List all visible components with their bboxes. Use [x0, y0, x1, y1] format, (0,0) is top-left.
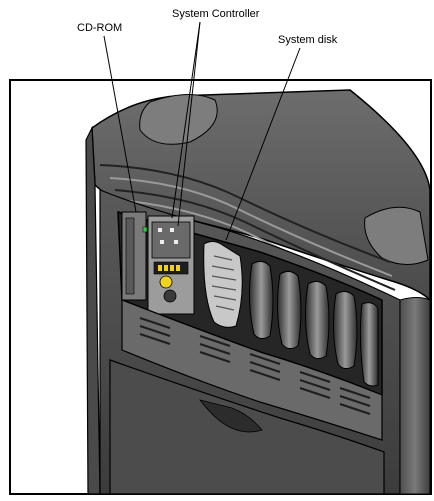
leader-system-disk	[225, 47, 301, 241]
top-recess-right	[364, 206, 429, 265]
power-button	[163, 289, 177, 303]
leader-system-controller-2	[177, 21, 201, 227]
system-controller-panel	[147, 215, 195, 315]
top-recess-left	[139, 93, 218, 145]
callout-system-controller: System Controller	[172, 8, 260, 20]
cd-rom-led	[142, 226, 148, 233]
ridge-2	[109, 177, 393, 277]
ridge-1	[99, 164, 391, 263]
leader-cdrom	[103, 35, 137, 213]
cd-rom-drive	[121, 211, 148, 301]
door-handle-recess	[199, 399, 263, 433]
key-switch	[159, 275, 173, 289]
callout-cd-rom: CD-ROM	[77, 22, 123, 34]
drive-bays	[248, 260, 379, 387]
callout-system-disk: System disk	[278, 34, 338, 46]
vent-slats	[139, 317, 371, 415]
chassis-right-pillar	[399, 297, 431, 495]
system-disk-drive	[203, 240, 243, 328]
leader-system-controller-1	[171, 21, 201, 219]
ridge-3	[114, 189, 396, 291]
chassis-left-side	[85, 125, 101, 495]
